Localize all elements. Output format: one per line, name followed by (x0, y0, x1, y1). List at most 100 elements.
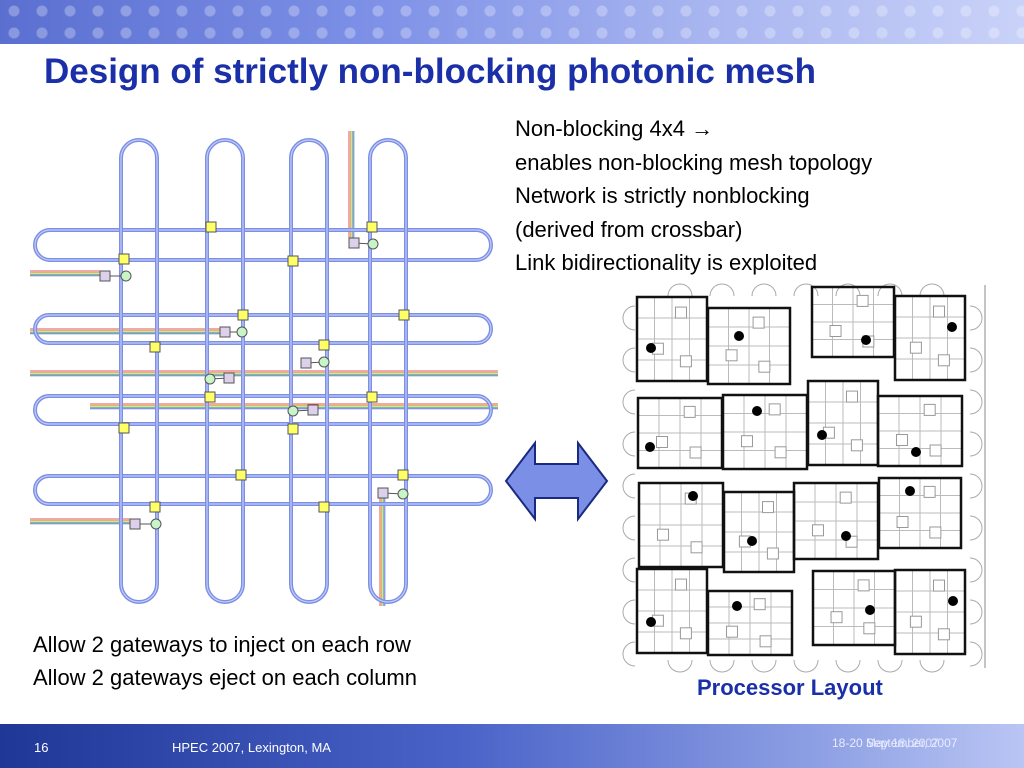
layout-loop (969, 557, 983, 583)
tile-switch (909, 615, 922, 628)
point-line: Non-blocking 4x4 → (515, 116, 714, 141)
gateway-note: Allow 2 gateways eject on each column (33, 665, 417, 690)
gateway-receiver (367, 238, 379, 250)
layout-loop (622, 599, 636, 625)
tile-switch (850, 439, 863, 452)
processor-core-dot (911, 447, 921, 457)
switch-node (149, 341, 161, 353)
switch-node (397, 469, 409, 481)
tile-switch (768, 403, 781, 416)
tile-switch (839, 491, 852, 504)
slide-title: Design of strictly non-blocking photonic… (44, 52, 816, 91)
processor-layout (622, 283, 986, 673)
gateway-transmitter (219, 326, 231, 338)
tile-switch (937, 354, 950, 367)
layout-loop (969, 599, 983, 625)
switch-node (204, 391, 216, 403)
processor-tile (893, 568, 967, 656)
switch-node (318, 501, 330, 513)
top-banner (0, 0, 1024, 44)
tile-switch (679, 627, 692, 640)
row-waveguide-highlight (34, 475, 492, 505)
tile-switch (683, 405, 696, 418)
gateway-transmitter (348, 237, 360, 249)
tile-switch (863, 622, 876, 635)
tile-switch (923, 403, 936, 416)
tile-switch (933, 305, 945, 318)
gateway-receiver (120, 270, 132, 282)
layout-loop (877, 283, 903, 297)
gateway-receiver (236, 326, 248, 338)
gateway-receiver (204, 373, 216, 385)
processor-tile (877, 476, 963, 550)
column-waveguide-highlight (290, 139, 328, 603)
tile-switch (923, 485, 936, 498)
layout-loop (622, 431, 636, 457)
layout-loop (835, 283, 861, 297)
point-line: (derived from crossbar) (515, 216, 743, 242)
tile-switch (689, 446, 702, 459)
processor-core-dot (905, 486, 915, 496)
row-waveguide-loop (33, 394, 493, 426)
layout-loop (622, 473, 636, 499)
tile-switch (758, 360, 771, 373)
processor-core-dot (646, 343, 656, 353)
processor-core-dot (817, 430, 827, 440)
tile-switch (655, 436, 668, 448)
layout-loop (919, 659, 945, 673)
row-waveguide-highlight (34, 229, 492, 261)
tile-switch (929, 444, 942, 457)
layout-loop (751, 283, 777, 297)
processor-tile (893, 294, 967, 382)
switch-node (287, 255, 299, 267)
banner-pattern (0, 0, 1024, 44)
column-waveguide-highlight (206, 139, 244, 603)
tile-switch (895, 434, 908, 446)
layout-loop (793, 283, 819, 297)
layout-loop (969, 431, 983, 457)
layout-loop (709, 283, 735, 297)
processor-core-dot (841, 531, 851, 541)
layout-loop (835, 659, 861, 673)
processor-core-dot (947, 322, 957, 332)
layout-loop (622, 347, 636, 373)
layout-loop (969, 473, 983, 499)
layout-loop (751, 659, 777, 673)
switch-node (318, 339, 330, 351)
row-waveguide-loop (33, 474, 493, 506)
layout-loop (622, 305, 636, 331)
tile-switch (830, 611, 843, 624)
waveguide-mesh (30, 131, 498, 606)
processor-core-dot (861, 335, 871, 345)
tile-switch (929, 526, 942, 539)
tile-switch (937, 628, 950, 641)
tile-switch (933, 579, 945, 592)
gateway-transmitter (223, 372, 235, 384)
layout-loop (622, 641, 636, 667)
gateway-transmitter (307, 404, 319, 416)
layout-loop (969, 389, 983, 415)
tile-switch (752, 316, 765, 329)
layout-loop (969, 305, 983, 331)
tile-switch (909, 341, 922, 354)
tile-switch (675, 578, 687, 591)
tile-switch (896, 516, 909, 528)
switch-node (287, 423, 299, 435)
tile-switch (690, 541, 703, 554)
layout-loop (969, 347, 983, 373)
tile-switch (740, 435, 753, 448)
processor-core-dot (734, 331, 744, 341)
gateway-receiver (318, 356, 330, 368)
processor-tile (706, 589, 794, 657)
layout-loop (709, 659, 735, 673)
processor-tile (706, 306, 792, 386)
layout-loop (667, 283, 693, 297)
gateway-note: Allow 2 gateways to inject on each row (33, 632, 411, 657)
tile-switch (679, 355, 692, 368)
switch-node (149, 501, 161, 513)
processor-core-dot (688, 491, 698, 501)
switch-node (205, 221, 217, 233)
gateway-transmitter (377, 487, 389, 499)
row-waveguide-highlight (34, 314, 492, 344)
